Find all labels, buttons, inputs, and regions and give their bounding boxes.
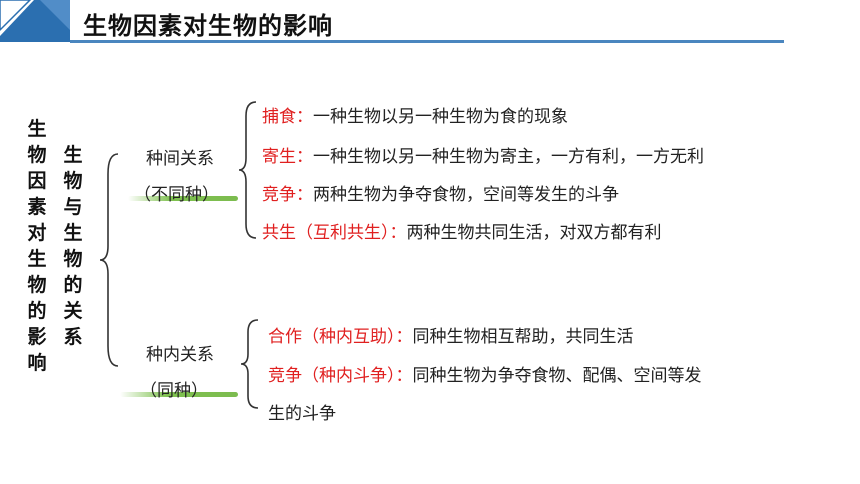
corner-decoration xyxy=(0,0,70,42)
interspecific-sub-label: （不同种） xyxy=(134,185,219,205)
title-underline xyxy=(70,40,784,43)
relation-row-intra-competition: 竞争（种内斗争）：同种生物为争夺食物、配偶、空间等发 xyxy=(268,361,702,386)
vertical-heading-sub: 生物与生物的关系 xyxy=(63,144,83,348)
relation-desc-continuation: 生的斗争 xyxy=(268,404,336,424)
relation-row-mutualism: 共生（互利共生）：两种生物共同生活，对双方都有利 xyxy=(262,218,662,243)
relation-row-predation: 捕食：一种生物以另一种生物为食的现象 xyxy=(262,102,568,127)
vertical-heading-main: 生物因素对生物的影响 xyxy=(27,118,47,374)
relation-colon: ： xyxy=(296,107,313,127)
relation-row-parasitism: 寄生：一种生物以另一种生物为寄主，一方有利，一方无利 xyxy=(262,142,704,167)
relation-row-continuation: 生的斗争 xyxy=(268,399,336,424)
relation-row-competition: 竞争：两种生物为争夺食物，空间等发生的斗争 xyxy=(262,180,619,205)
relation-term: 竞争（种内斗争） xyxy=(268,366,396,386)
relation-row-cooperation: 合作（种内互助）：同种生物相互帮助，共同生活 xyxy=(268,322,634,347)
interspecific-label: 种间关系 xyxy=(146,149,214,169)
relation-desc: 一种生物以另一种生物为食的现象 xyxy=(313,107,568,127)
interspecific-brace xyxy=(238,101,257,239)
relation-desc: 同种生物相互帮助，共同生活 xyxy=(412,327,634,347)
main-brace xyxy=(99,153,119,367)
relation-desc: 一种生物以另一种生物为寄主，一方有利，一方无利 xyxy=(313,147,704,167)
relation-colon: ： xyxy=(389,223,407,243)
relation-colon: ： xyxy=(296,185,313,205)
interspecific-highlight xyxy=(128,196,238,201)
relation-colon: ： xyxy=(395,327,413,347)
relation-term: 寄生 xyxy=(262,147,296,167)
relation-desc: 同种生物为争夺食物、配偶、空间等发 xyxy=(412,366,702,386)
intraspecific-highlight xyxy=(120,392,238,397)
relation-colon: ： xyxy=(395,366,413,386)
relation-term: 捕食 xyxy=(262,107,296,127)
relation-colon: ： xyxy=(296,147,313,167)
intraspecific-sub-label: （同种） xyxy=(140,381,208,401)
page-title: 生物因素对生物的影响 xyxy=(83,12,333,40)
relation-term: 竞争 xyxy=(262,185,296,205)
relation-desc: 两种生物共同生活，对双方都有利 xyxy=(406,223,662,243)
relation-desc: 两种生物为争夺食物，空间等发生的斗争 xyxy=(313,185,619,205)
relation-term: 合作（种内互助） xyxy=(268,327,396,347)
relation-term: 共生（互利共生） xyxy=(262,223,390,243)
intraspecific-brace xyxy=(240,319,259,409)
intraspecific-label: 种内关系 xyxy=(146,345,214,365)
